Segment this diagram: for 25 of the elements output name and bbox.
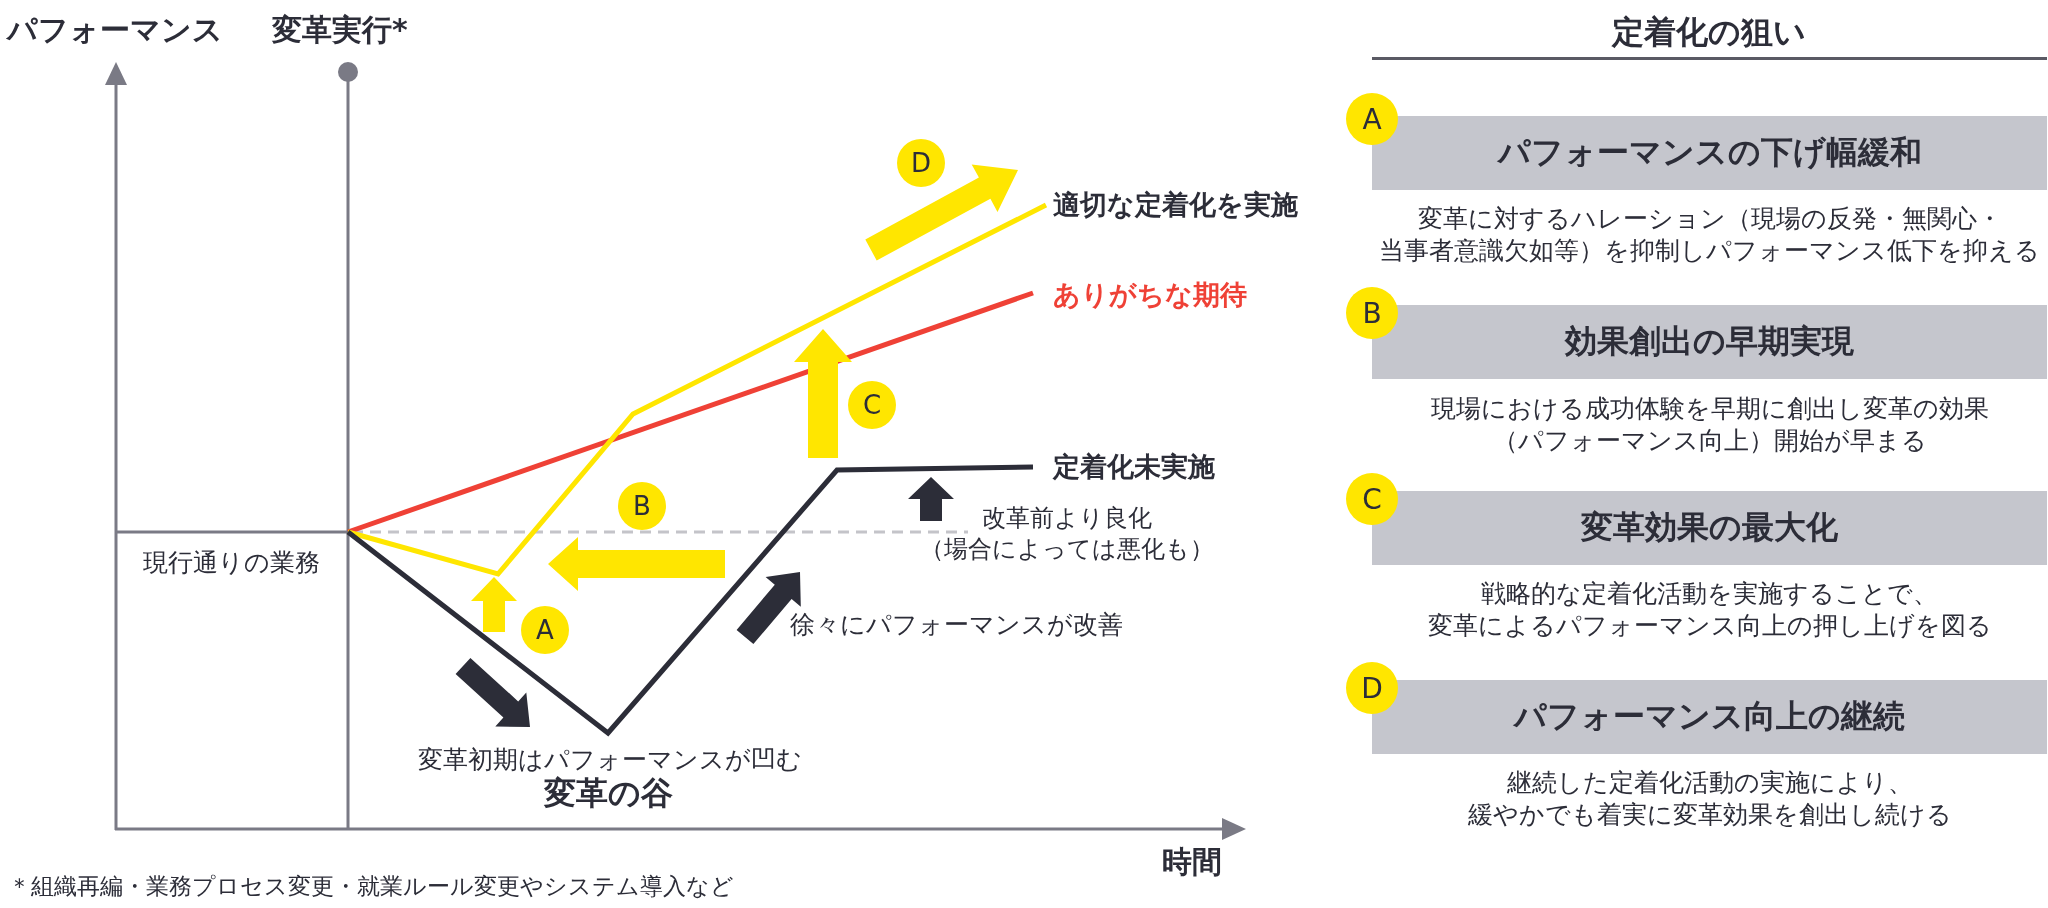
letter-badge: D bbox=[1346, 662, 1398, 714]
annotation-text: 徐々にパフォーマンスが改善 bbox=[790, 610, 1123, 640]
description-text: 継続した定着化活動の実施により、緩やかでも着実に変革効果を創出し続ける bbox=[1466, 767, 1953, 831]
axis-title: 時間 bbox=[1162, 844, 1222, 880]
footnote: ＊組織再編・業務プロセス変更・就業ルール変更やシステム導入など bbox=[8, 872, 734, 900]
annotation-text: 変革初期はパフォーマンスが凹む bbox=[418, 745, 802, 775]
line-label: 定着化未実施 bbox=[1053, 451, 1215, 483]
letter-badge: B bbox=[1346, 287, 1398, 339]
line-label: ありがちな期待 bbox=[1053, 279, 1247, 311]
axis-title: パフォーマンス bbox=[7, 12, 223, 48]
line-label: 適切な定着化を実施 bbox=[1053, 189, 1298, 221]
letter-badge: A bbox=[1346, 93, 1398, 145]
letter-badge: B bbox=[618, 482, 666, 530]
letter-badge: C bbox=[1346, 473, 1398, 525]
annotation-text: 改革前より良化（場合によっては悪化も） bbox=[919, 503, 1215, 565]
section-heading: 定着化の狙い bbox=[1612, 13, 1806, 51]
region-label: 現行通りの業務 bbox=[143, 548, 320, 578]
valley-title: 変革の谷 bbox=[543, 774, 673, 812]
letter-badge: D bbox=[897, 139, 945, 187]
letter-badge: A bbox=[521, 606, 569, 654]
description-text: 戦略的な定着化活動を実施することで、変革によるパフォーマンス向上の押し上げを図る bbox=[1426, 578, 1993, 642]
axis-title: 変革実行* bbox=[272, 12, 408, 48]
description-text: 現場における成功体験を早期に創出し変革の効果（パフォーマンス向上）開始が早まる bbox=[1429, 393, 1990, 457]
description-text: 変革に対するハレーション（現場の反発・無関心・当事者意識欠如等）を抑制しパフォーマンス低下を抑える bbox=[1378, 203, 2041, 267]
letter-badge: C bbox=[848, 381, 896, 429]
